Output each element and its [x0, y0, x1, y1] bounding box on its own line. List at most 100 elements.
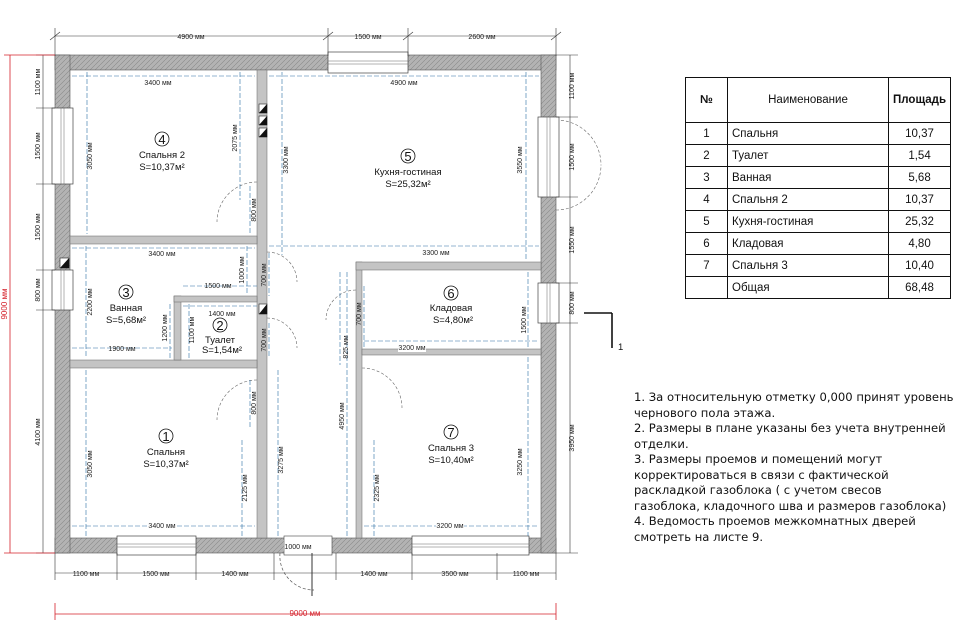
- vent-shafts: [59, 103, 268, 315]
- dim-door-800b: 800 мм: [251, 391, 258, 414]
- room-area: S=1,54м²: [202, 345, 242, 356]
- dim-left-4: 800 мм: [35, 278, 42, 301]
- dim-2125: 2125 мм: [242, 474, 249, 501]
- dim-top-3: 2600 мм: [468, 34, 495, 41]
- dim-3550: 3550 мм: [517, 146, 524, 173]
- note-line: корректироваться в связи с фактической: [634, 467, 889, 482]
- table-header-row: № Наименование Площадь: [685, 77, 952, 123]
- dim-bottom-3: 1400 мм: [221, 571, 248, 578]
- room-name: Кладовая: [430, 303, 473, 314]
- notes-block: 1. За относительную отметку 0,000 принят…: [634, 390, 960, 545]
- dim-storage-height: 1500 мм: [521, 306, 528, 333]
- dim-left-5: 4100 мм: [35, 418, 42, 445]
- room-name: Спальня 3: [428, 443, 474, 454]
- room-number: 3: [122, 285, 129, 300]
- dim-toilet-height: 1100 мм: [189, 317, 196, 344]
- section-mark: [584, 312, 613, 348]
- room-bedroom-2: 4 Спальня 2 S=10,37м²: [139, 131, 185, 173]
- dim-4950: 4950 мм: [339, 402, 346, 429]
- room-area: S=4,80м²: [433, 315, 473, 326]
- dim-bath-height: 2200 мм: [87, 288, 94, 315]
- dim-left-3: 1500 мм: [35, 213, 42, 240]
- dim-door-700a: 700 мм: [261, 263, 268, 286]
- door-openings: [216, 119, 602, 596]
- dim-bath-width: 3400 мм: [148, 251, 175, 258]
- room-name: Ванная: [110, 303, 143, 314]
- dim-right-3: 1550 мм: [569, 226, 576, 253]
- note-line: раскладкой газоблока ( с учетом свесов: [634, 483, 882, 497]
- dim-3300-horizontal: 3300 мм: [422, 250, 449, 257]
- note-line: 1. За относительную отметку 0,000 принят…: [634, 390, 954, 404]
- dim-bedroom2-height: 3050 мм: [87, 142, 94, 169]
- room-area: S=10,40м²: [428, 455, 473, 466]
- dim-bedroom3-width: 3200 мм: [436, 523, 463, 530]
- room-name: Туалет: [205, 335, 236, 346]
- room-number: 1: [162, 429, 169, 444]
- dim-825: 825 мм: [343, 335, 350, 358]
- room-area: S=10,37м²: [143, 459, 188, 470]
- room-number: 6: [447, 286, 454, 301]
- dim-left-2: 1500 мм: [35, 132, 42, 159]
- dim-bedroom2-width: 3400 мм: [144, 80, 171, 87]
- dim-bedroom1-height: 3050 мм: [87, 450, 94, 477]
- note-line: газоблока, кладочного шва и размеров газ…: [634, 498, 947, 513]
- dim-front-door: 1000 мм: [284, 544, 311, 551]
- dim-toilet-width: 1400 мм: [208, 311, 235, 318]
- dim-bottom-7: 1100 мм: [513, 571, 540, 578]
- windows: [51, 51, 560, 556]
- overall-dimension-lines: [4, 54, 557, 620]
- dim-right-5: 3950 мм: [569, 424, 576, 451]
- dim-bedroom1-width: 3400 мм: [148, 523, 175, 530]
- note-line: смотреть на листе 9.: [634, 529, 764, 544]
- dim-1900: 1900 мм: [108, 346, 135, 353]
- dim-door-700b: 700 мм: [261, 328, 268, 351]
- dim-door-700c: 700 мм: [356, 302, 363, 325]
- note-line: 3. Размеры проемов и помещений могут: [634, 452, 883, 466]
- room-number: 4: [158, 132, 165, 147]
- room-storage: 6 Кладовая S=4,80м²: [430, 285, 473, 326]
- dim-1200: 1200 мм: [162, 314, 169, 341]
- dim-right-4: 800 мм: [569, 291, 576, 314]
- room-name: Спальня: [147, 447, 185, 458]
- dim-right-1: 1100 мм: [569, 73, 576, 100]
- header-name: Наименование: [727, 77, 889, 123]
- room-bathroom: 3 Ванная S=5,68м²: [106, 284, 146, 326]
- dim-2075: 2075 мм: [232, 124, 239, 151]
- outer-dimension-lines: [36, 28, 578, 580]
- dim-right-2: 1500 мм: [569, 143, 576, 170]
- dim-bottom-5: 1400 мм: [360, 571, 387, 578]
- room-area: S=25,32м²: [385, 179, 430, 190]
- dim-top-1: 4900 мм: [177, 34, 204, 41]
- section-mark-label: 1: [618, 342, 623, 353]
- dim-storage-width: 3200 мм: [398, 345, 425, 352]
- dim-kitchen-height: 3300 мм: [283, 146, 290, 173]
- room-toilet: 2 Туалет S=1,54м²: [202, 317, 242, 356]
- dim-3275: 3275 мм: [278, 446, 285, 473]
- room-kitchen-living: 5 Кухня-гостиная S=25,32м²: [374, 148, 442, 190]
- dim-bottom-1: 1100 мм: [73, 571, 100, 578]
- room-area: S=10,37м²: [139, 162, 184, 173]
- dim-kitchen-width: 4900 мм: [390, 80, 417, 87]
- note-line: чернового пола этажа.: [634, 405, 776, 420]
- room-bedroom-1: 1 Спальня S=10,37м²: [143, 428, 189, 470]
- room-number: 5: [404, 149, 411, 164]
- room-name: Спальня 2: [139, 150, 185, 161]
- note-line: 2. Размеры в плане указаны без учета вну…: [634, 421, 946, 435]
- overall-width: 9000 мм: [289, 609, 320, 618]
- overall-height: 9000 мм: [0, 288, 9, 319]
- note-line: отделки.: [634, 436, 689, 451]
- dim-bottom-2: 1500 мм: [142, 571, 169, 578]
- room-area: S=5,68м²: [106, 315, 146, 326]
- dim-bedroom3-height: 3250 мм: [517, 448, 524, 475]
- room-number: 7: [447, 425, 454, 440]
- dim-door-800a: 800 мм: [251, 198, 258, 221]
